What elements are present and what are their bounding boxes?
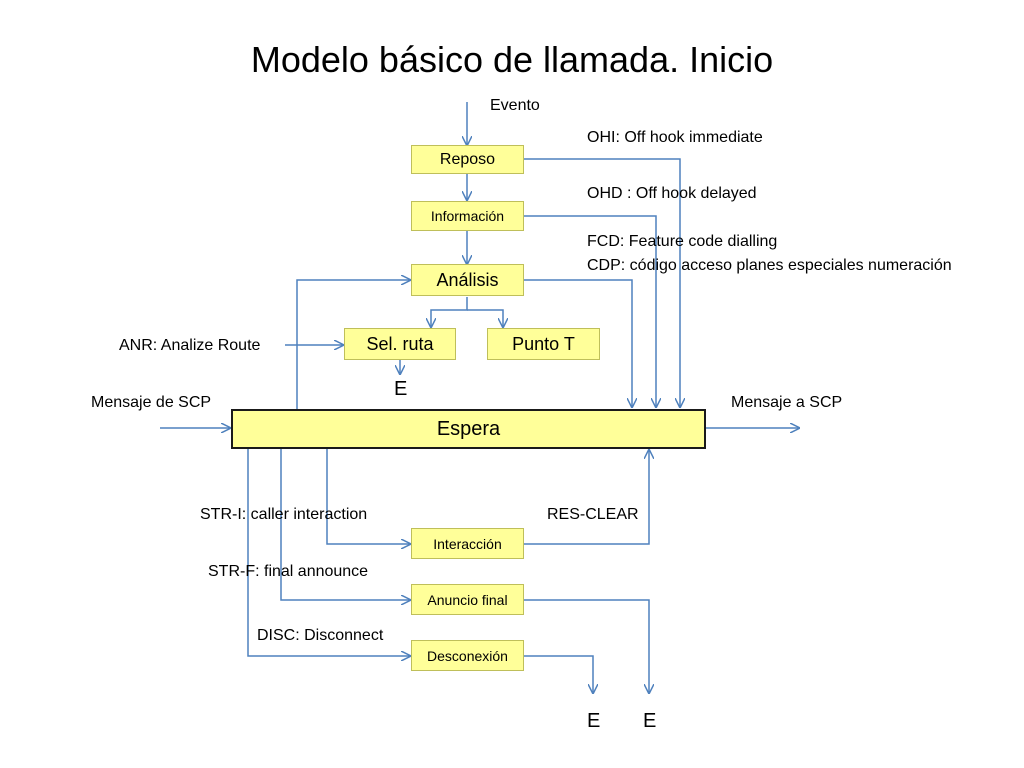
state-anuncio-final-label: Anuncio final (427, 591, 508, 608)
state-desconexion: Desconexión (411, 640, 524, 671)
arrow-espera-interaccion (326, 449, 410, 544)
label-ohi: OHI: Off hook immediate (587, 129, 763, 146)
label-str-i: STR-I: caller interaction (200, 506, 368, 523)
arrow-reposo-espera (524, 158, 680, 407)
state-sel-ruta: Sel. ruta (344, 328, 456, 360)
state-desconexion-label: Desconexión (427, 647, 508, 664)
state-interaccion-label: Interacción (433, 535, 502, 552)
arrow-informacion-espera (524, 215, 656, 407)
label-str-f: STR-F: final announce (208, 563, 369, 580)
state-reposo-label: Reposo (439, 150, 496, 168)
arrow-analisis-selruta (431, 297, 468, 327)
end-marker-anuncio: E (643, 710, 657, 732)
state-espera-label: Espera (436, 417, 501, 440)
state-analisis-label: Análisis (436, 269, 499, 290)
state-analisis: Análisis (411, 264, 524, 296)
state-sel-ruta-label: Sel. ruta (366, 333, 434, 354)
arrow-espera-desconexion (247, 449, 410, 656)
label-evento: Evento (490, 97, 540, 114)
arrow-espera-anuncio (280, 449, 410, 600)
state-reposo: Reposo (411, 145, 524, 174)
arrow-desconexion-e (524, 655, 593, 693)
label-anr: ANR: Analize Route (119, 337, 261, 354)
state-espera: Espera (231, 409, 706, 449)
label-ohd: OHD : Off hook delayed (587, 185, 757, 202)
state-punto-t-label: Punto T (512, 333, 575, 354)
arrow-espera-analisis (296, 280, 410, 409)
arrow-analisis-puntot (467, 309, 503, 327)
page-title: Modelo básico de llamada. Inicio (250, 39, 774, 80)
arrow-analisis-espera (524, 279, 632, 407)
label-disc: DISC: Disconnect (257, 627, 384, 644)
arrow-interaccion-espera (524, 450, 649, 545)
state-informacion: Información (411, 201, 524, 231)
label-mensaje-a-scp: Mensaje a SCP (731, 394, 843, 411)
state-anuncio-final: Anuncio final (411, 584, 524, 615)
state-interaccion: Interacción (411, 528, 524, 559)
state-punto-t: Punto T (487, 328, 600, 360)
state-informacion-label: Información (430, 208, 505, 224)
label-fcd: FCD: Feature code dialling (587, 233, 778, 250)
end-marker-sel-ruta: E (394, 378, 408, 400)
end-marker-desconexion: E (587, 710, 601, 732)
arrow-anuncio-e (524, 599, 649, 693)
label-mensaje-de-scp: Mensaje de SCP (91, 394, 212, 411)
label-cdp: CDP: código acceso planes especiales num… (587, 257, 952, 274)
label-res-clear: RES-CLEAR (547, 506, 639, 523)
